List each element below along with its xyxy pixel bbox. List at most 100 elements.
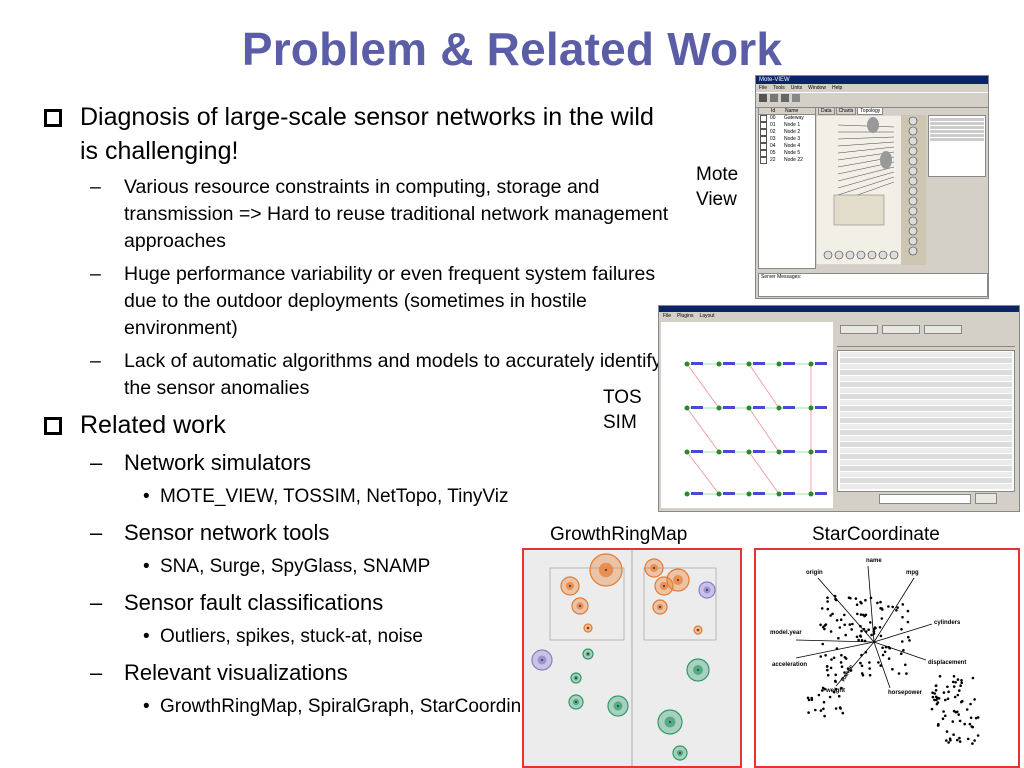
link-line bbox=[837, 141, 895, 147]
log-row[interactable] bbox=[840, 400, 1012, 405]
tossim-input-field[interactable] bbox=[879, 494, 971, 504]
control-button[interactable] bbox=[924, 325, 962, 334]
log-row[interactable] bbox=[840, 448, 1012, 453]
data-point bbox=[819, 709, 823, 712]
log-row[interactable] bbox=[840, 472, 1012, 477]
star-axis bbox=[873, 641, 927, 661]
menu-item[interactable]: Plugins bbox=[677, 313, 694, 319]
tab-charts[interactable]: Charts bbox=[835, 107, 857, 115]
log-row[interactable] bbox=[840, 388, 1012, 393]
menu-item[interactable]: Tools bbox=[773, 85, 785, 91]
control-button[interactable] bbox=[882, 325, 920, 334]
data-point bbox=[833, 594, 837, 598]
mote-node bbox=[908, 186, 918, 196]
chart-icon[interactable] bbox=[792, 94, 800, 102]
column-header-id[interactable]: Id bbox=[771, 108, 776, 114]
data-point bbox=[870, 633, 873, 637]
data-point bbox=[829, 614, 832, 617]
bullet-diagnosis: Diagnosis of large-scale sensor networks… bbox=[40, 100, 670, 168]
node-checkbox[interactable] bbox=[760, 122, 767, 129]
link-line bbox=[837, 136, 895, 140]
data-point bbox=[823, 624, 827, 627]
menu-item[interactable]: File bbox=[759, 85, 768, 91]
data-point bbox=[976, 734, 980, 737]
menu-item[interactable]: Units bbox=[790, 85, 803, 91]
log-row[interactable] bbox=[840, 466, 1012, 471]
data-point bbox=[830, 658, 833, 661]
log-row[interactable] bbox=[840, 478, 1012, 483]
node-checkbox[interactable] bbox=[760, 157, 767, 164]
data-point bbox=[859, 600, 862, 604]
data-point bbox=[881, 608, 884, 611]
data-point bbox=[860, 629, 863, 633]
moteview-status-panel: Server Messages: bbox=[758, 273, 988, 297]
log-row[interactable] bbox=[840, 358, 1012, 363]
menu-item[interactable]: File bbox=[663, 313, 672, 319]
menu-item[interactable]: Window bbox=[808, 85, 826, 91]
data-point bbox=[936, 697, 939, 700]
growth-ring-center bbox=[706, 589, 708, 591]
settings-icon[interactable] bbox=[781, 94, 789, 102]
data-point bbox=[973, 698, 976, 701]
log-row[interactable] bbox=[840, 418, 1012, 423]
data-point bbox=[966, 737, 970, 741]
growthringmap-figure bbox=[522, 548, 742, 768]
data-point bbox=[960, 681, 963, 685]
control-button[interactable] bbox=[840, 325, 878, 334]
growth-ring-center bbox=[669, 721, 671, 723]
data-point bbox=[838, 626, 842, 629]
log-row[interactable] bbox=[840, 412, 1012, 417]
mote-node bbox=[908, 246, 918, 256]
square-bullet-icon bbox=[44, 109, 62, 127]
log-row[interactable] bbox=[840, 424, 1012, 429]
log-row[interactable] bbox=[840, 430, 1012, 435]
log-row[interactable] bbox=[840, 376, 1012, 381]
data-point bbox=[880, 617, 884, 620]
column-header-name[interactable]: Name bbox=[785, 108, 799, 114]
log-row[interactable] bbox=[840, 364, 1012, 369]
node-checkbox[interactable] bbox=[760, 115, 767, 122]
sensor-node bbox=[716, 361, 722, 367]
delete-icon[interactable] bbox=[770, 94, 778, 102]
log-row[interactable] bbox=[840, 436, 1012, 441]
log-row[interactable] bbox=[840, 460, 1012, 465]
data-point bbox=[863, 639, 867, 643]
star-axis bbox=[873, 577, 915, 643]
node-label bbox=[753, 406, 765, 409]
sensor-node bbox=[776, 449, 782, 455]
log-row[interactable] bbox=[840, 454, 1012, 459]
data-point bbox=[957, 713, 960, 716]
node-checkbox[interactable] bbox=[760, 150, 767, 157]
tab-topology[interactable]: Topology bbox=[857, 107, 884, 115]
tossim-network-view bbox=[661, 322, 833, 508]
growth-ring-center bbox=[541, 659, 543, 661]
log-row[interactable] bbox=[840, 394, 1012, 399]
mote-node bbox=[889, 250, 899, 260]
radio-link bbox=[686, 407, 720, 453]
sub-bullet-faults: –Sensor fault classifications bbox=[90, 590, 384, 615]
node-checkbox[interactable] bbox=[760, 143, 767, 150]
tossim-send-button[interactable] bbox=[975, 493, 997, 504]
add-icon[interactable] bbox=[759, 94, 767, 102]
log-row[interactable] bbox=[840, 442, 1012, 447]
data-point bbox=[856, 612, 859, 616]
menu-item[interactable]: Layout bbox=[699, 313, 715, 319]
log-row[interactable] bbox=[840, 382, 1012, 387]
node-checkbox[interactable] bbox=[760, 129, 767, 136]
log-row[interactable] bbox=[840, 406, 1012, 411]
log-row[interactable] bbox=[840, 352, 1012, 357]
node-checkbox[interactable] bbox=[760, 136, 767, 143]
log-row[interactable] bbox=[840, 484, 1012, 489]
data-point bbox=[879, 600, 882, 604]
menu-item[interactable]: Help bbox=[831, 85, 843, 91]
tab-data[interactable]: Data bbox=[818, 107, 835, 115]
log-row[interactable] bbox=[840, 370, 1012, 375]
data-point bbox=[821, 689, 824, 692]
